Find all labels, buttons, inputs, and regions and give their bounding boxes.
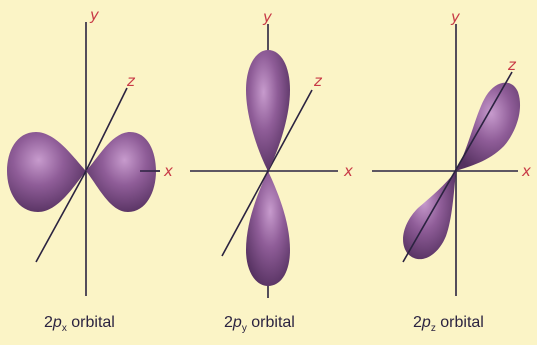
z-axis-line-front	[35, 170, 87, 263]
y-axis-label: y	[262, 8, 273, 26]
left-lobe	[7, 132, 86, 212]
caption-subscript: x	[61, 323, 67, 335]
caption-suffix: orbital	[246, 314, 295, 331]
z-axis-label: z	[507, 56, 517, 74]
x-axis-label: x	[343, 162, 353, 180]
caption-prefix: 2	[413, 314, 422, 331]
caption-suffix: orbital	[435, 314, 484, 331]
caption-2pz: 2pz orbital	[413, 314, 484, 334]
caption-letter: p	[232, 314, 242, 331]
z-axis-label: z	[126, 72, 136, 90]
upper-back-lobe	[456, 82, 521, 171]
orbital-2pz: y z x	[372, 8, 531, 296]
caption-letter: p	[421, 314, 431, 331]
right-lobe	[86, 132, 156, 212]
z-axis-line-back	[85, 87, 128, 172]
caption-prefix: 2	[224, 314, 233, 331]
caption-prefix: 2	[44, 314, 53, 331]
y-axis-label: y	[89, 6, 100, 24]
z-axis-line	[402, 71, 513, 263]
top-lobe	[246, 50, 290, 171]
z-axis-label: z	[313, 72, 323, 90]
caption-subscript: z	[430, 323, 436, 335]
bottom-lobe	[246, 171, 290, 286]
caption-2py: 2py orbital	[224, 314, 295, 334]
z-axis-line-back	[267, 89, 313, 172]
y-axis-label: y	[450, 8, 461, 26]
caption-suffix: orbital	[66, 314, 115, 331]
orbital-2py: y z x	[190, 8, 353, 298]
x-axis-label: x	[521, 162, 531, 180]
orbital-2px: y z x	[7, 6, 173, 296]
z-axis-line-front	[221, 170, 269, 257]
x-axis-label: x	[163, 162, 173, 180]
caption-letter: p	[52, 314, 62, 331]
caption-2px: 2px orbital	[44, 314, 115, 334]
caption-subscript: y	[241, 323, 247, 335]
